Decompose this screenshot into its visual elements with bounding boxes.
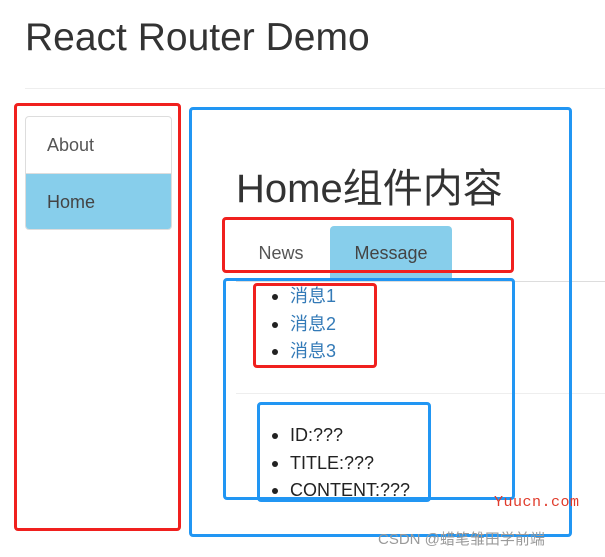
detail-title: TITLE:??? xyxy=(290,452,375,473)
section-divider xyxy=(236,393,605,394)
list-item: 消息3 xyxy=(272,338,336,366)
message-list: 消息1 消息2 消息3 xyxy=(272,283,336,366)
message-link-1[interactable]: 消息1 xyxy=(290,286,337,306)
tab-message[interactable]: Message xyxy=(330,226,452,281)
bullet-icon xyxy=(272,433,278,439)
bullet-icon xyxy=(272,321,278,328)
bullet-icon xyxy=(272,349,278,355)
message-link-2[interactable]: 消息2 xyxy=(290,313,337,334)
list-item: CONTENT:??? xyxy=(272,477,410,505)
nav-item-about[interactable]: About xyxy=(47,135,95,155)
bullet-icon xyxy=(272,460,278,467)
detail-id: ID:??? xyxy=(290,425,344,445)
home-heading: Home组件内容 xyxy=(236,167,503,211)
bullet-icon xyxy=(272,294,278,300)
detail-content: CONTENT:??? xyxy=(290,480,411,500)
detail-list: ID:??? TITLE:??? CONTENT:??? xyxy=(272,422,410,505)
list-item: ID:??? xyxy=(272,422,410,450)
watermark-site: Yuucn.com xyxy=(494,494,580,511)
list-item: TITLE:??? xyxy=(272,450,410,478)
list-item: 消息2 xyxy=(272,311,336,339)
bullet-icon xyxy=(272,488,278,494)
watermark-credit: CSDN @蜡笔雏田学前端 xyxy=(378,531,545,548)
list-item: 消息1 xyxy=(272,283,336,311)
tab-news[interactable]: News xyxy=(258,243,304,263)
nav-list: About Home xyxy=(25,116,172,230)
message-link-3[interactable]: 消息3 xyxy=(290,341,337,361)
title-divider xyxy=(25,88,605,89)
page-title: React Router Demo xyxy=(25,16,370,59)
tabs-divider xyxy=(236,281,605,282)
nav-item-home[interactable]: Home xyxy=(26,173,171,229)
